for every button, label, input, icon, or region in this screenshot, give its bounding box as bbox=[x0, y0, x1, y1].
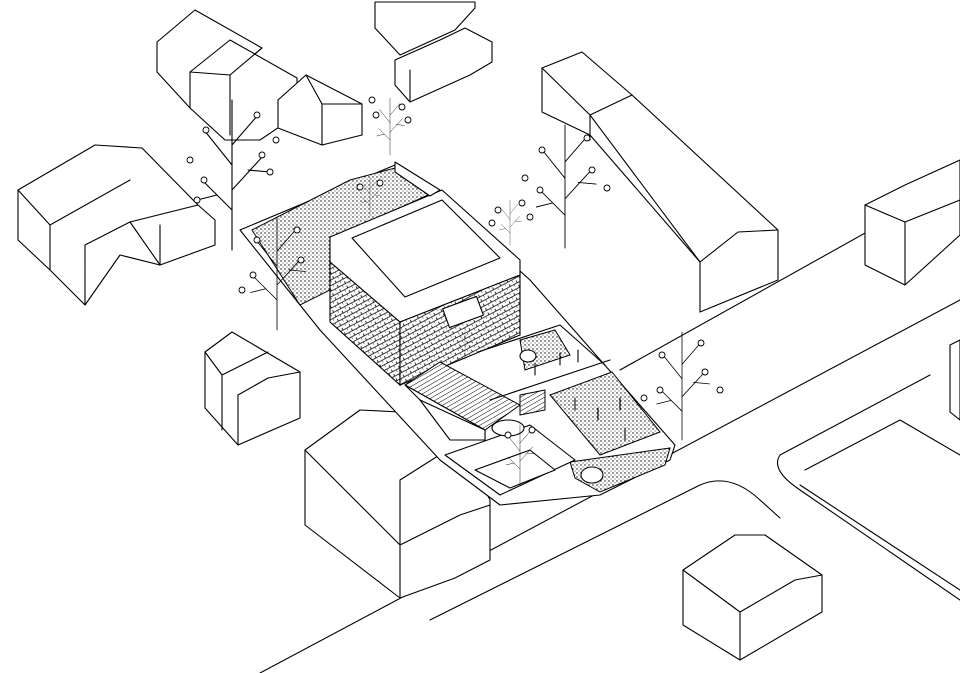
tree-2 bbox=[238, 217, 306, 331]
tree-1 bbox=[186, 99, 280, 251]
house-top-left bbox=[156, 9, 363, 146]
courtyard-plants bbox=[534, 349, 626, 441]
house-left bbox=[17, 144, 216, 306]
tree-6 bbox=[488, 199, 534, 246]
house-bottom-right bbox=[682, 534, 823, 661]
tree-5 bbox=[368, 96, 412, 156]
tree-4 bbox=[640, 331, 724, 441]
house-right bbox=[864, 159, 960, 286]
long-shed-right bbox=[541, 51, 779, 313]
courtyard bbox=[444, 324, 611, 496]
house-left-small bbox=[204, 331, 301, 446]
tree-8 bbox=[504, 424, 536, 486]
tree-3 bbox=[521, 124, 611, 249]
house-far-right bbox=[949, 339, 960, 421]
annex bbox=[404, 361, 546, 441]
tree-7 bbox=[356, 177, 384, 216]
main-building bbox=[329, 161, 521, 387]
house-top-center bbox=[374, 1, 493, 103]
